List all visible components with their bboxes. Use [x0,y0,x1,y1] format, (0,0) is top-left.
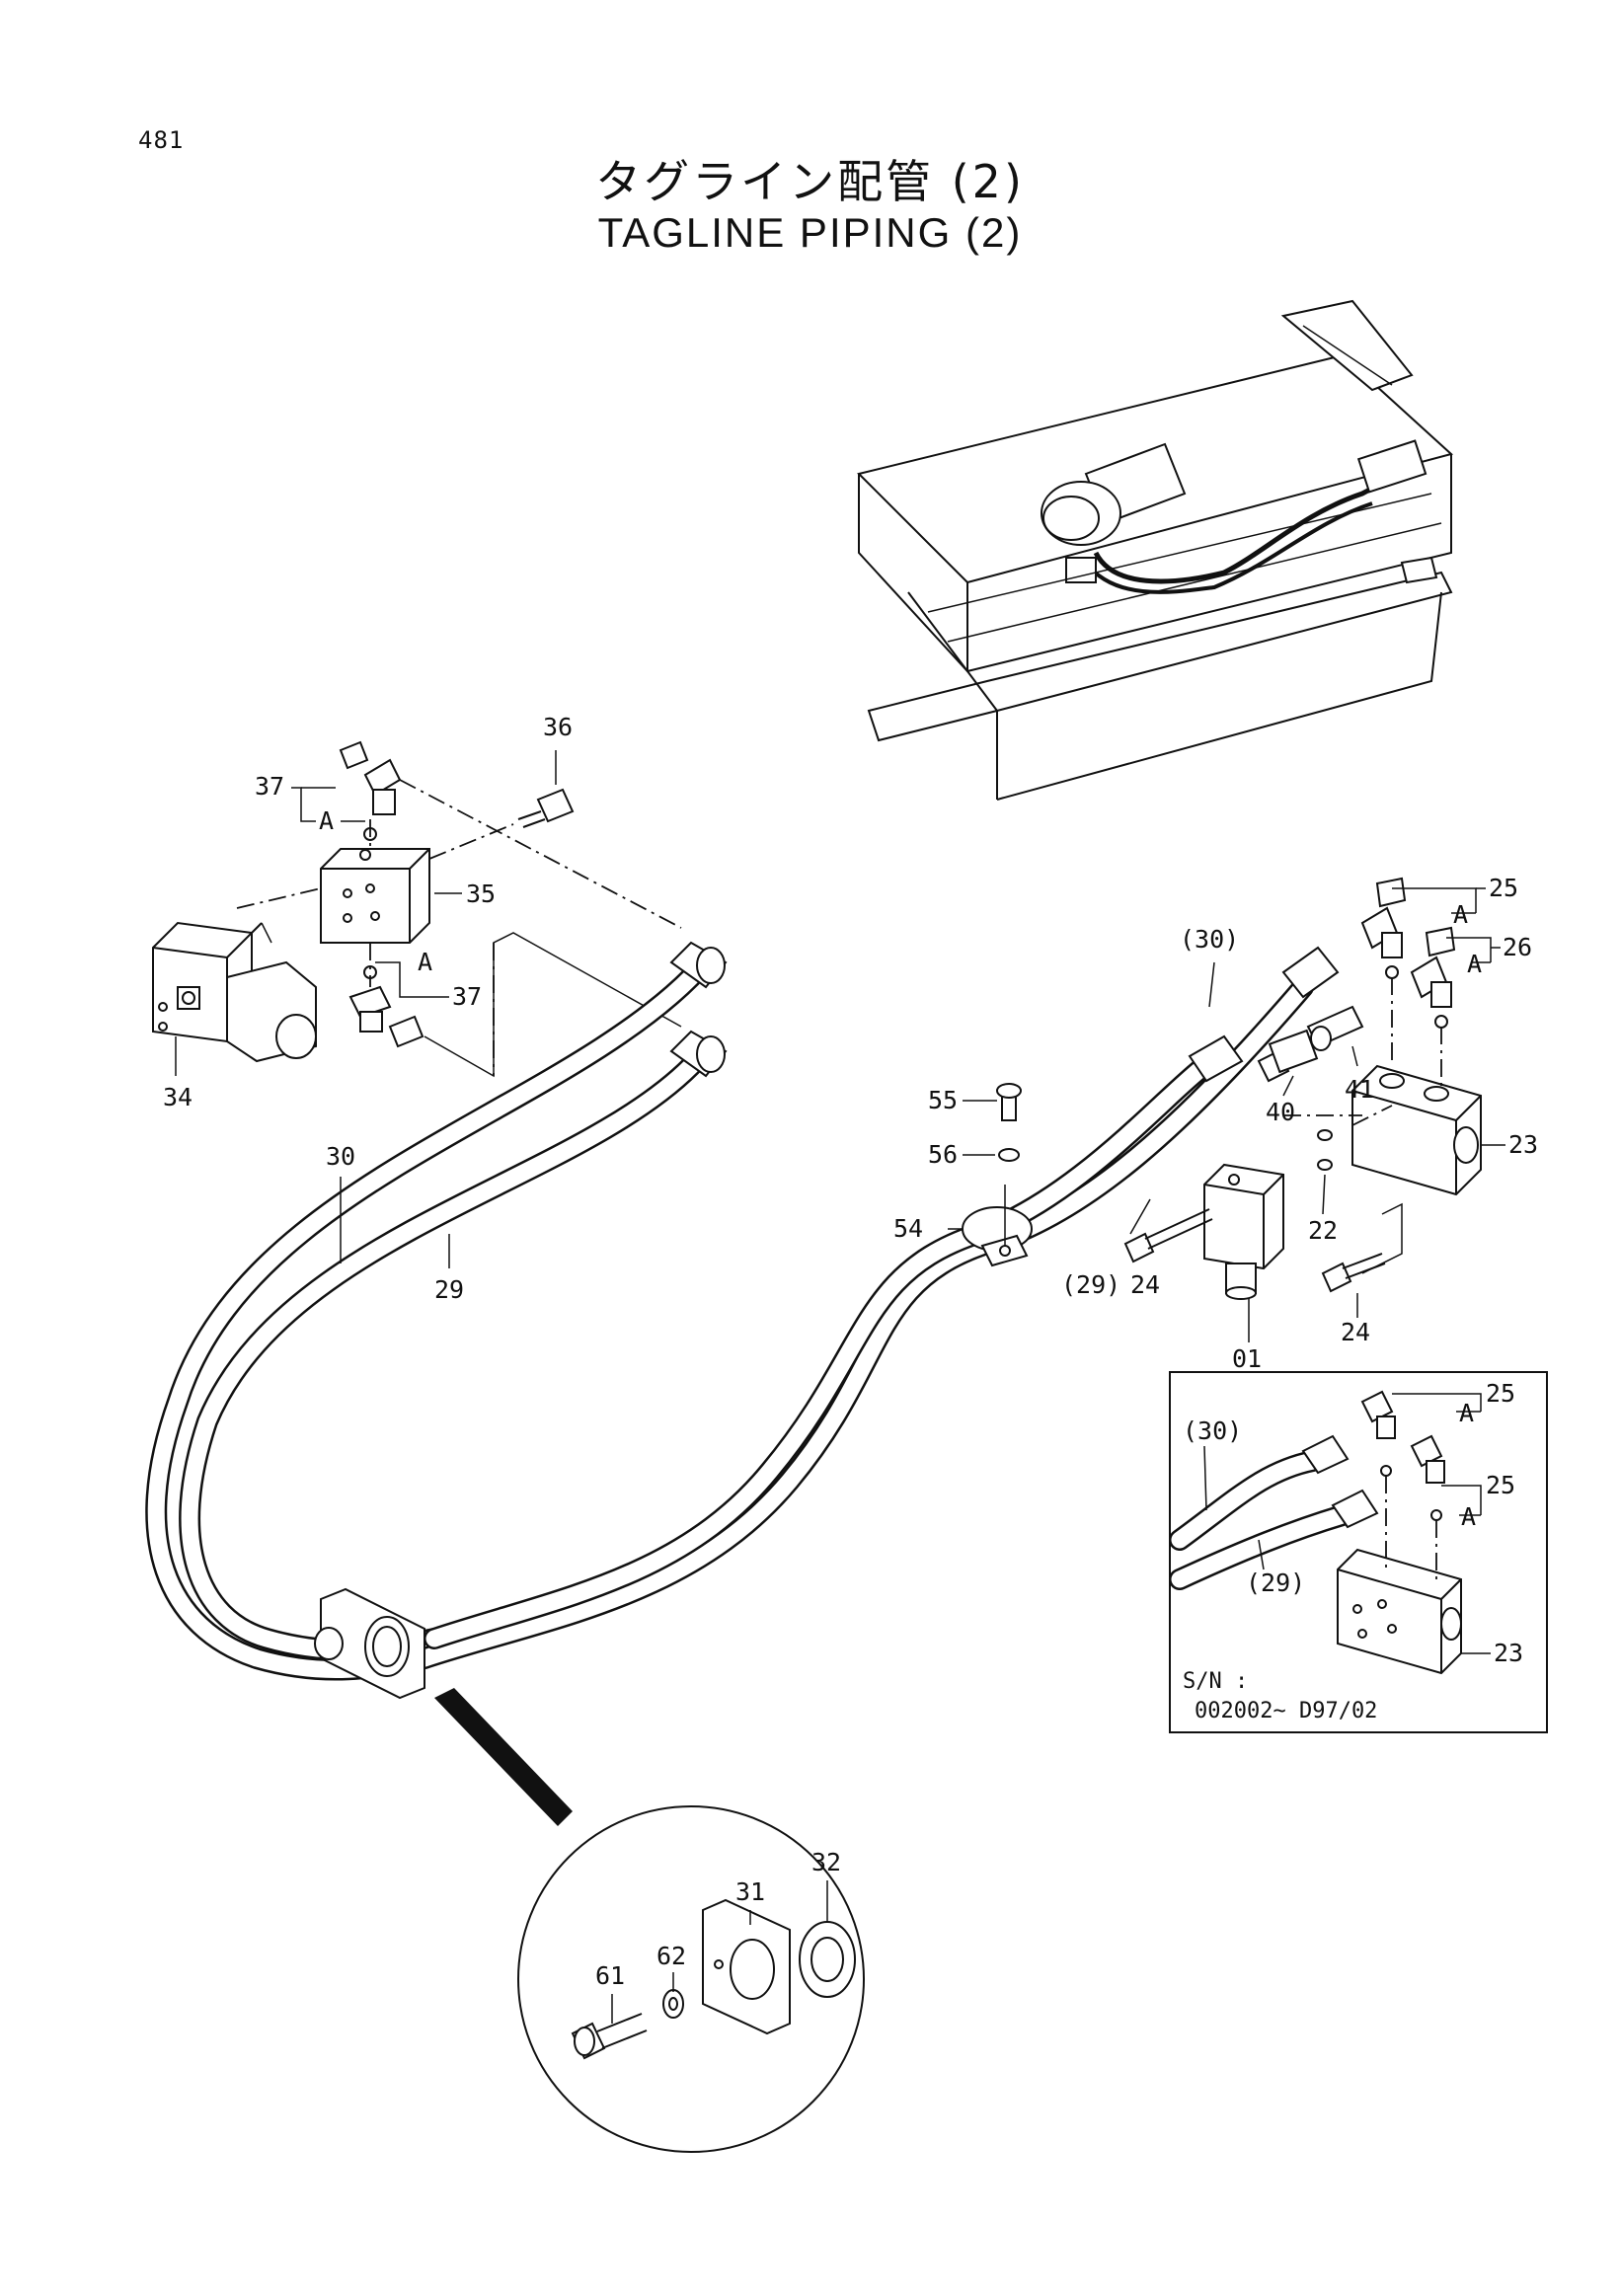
label-55: 55 [928,1086,958,1114]
machine-overview-illustration [857,299,1454,801]
label-24-left: 24 [1130,1270,1160,1299]
label-31: 31 [735,1877,765,1906]
solenoid-valve-assembly [152,740,682,1078]
leader-lines [175,750,1505,2024]
detail-view-grommet [517,1805,865,2153]
detail-pointer [434,1688,573,1826]
label-61: 61 [595,1961,625,1990]
inset-serial-label: S/N : [1183,1669,1248,1694]
label-A-top: A [319,806,334,835]
page-number: 481 [138,126,185,154]
label-35: 35 [466,880,496,908]
title-japanese: タグライン配管 (2) [595,155,1025,208]
label-29-right: (29) [1061,1270,1120,1299]
label-37-top: 37 [255,772,284,801]
label-25: 25 [1489,874,1518,902]
label-40: 40 [1266,1098,1295,1126]
label-22: 22 [1308,1216,1338,1245]
inset-label-A-top: A [1459,1399,1474,1427]
inset-label-25-bottom: 25 [1486,1471,1515,1499]
part-labels: 36 37 A 35 A 37 34 30 29 (30) 55 56 54 (… [163,713,1538,1990]
hose-clamp [962,1083,1033,1267]
hoses [145,941,1340,1681]
label-54: 54 [893,1214,923,1243]
label-37-bottom: 37 [452,982,482,1011]
inset-label-23: 23 [1494,1639,1523,1667]
label-30-right: (30) [1180,925,1239,954]
label-A-25: A [1453,900,1468,929]
label-56: 56 [928,1140,958,1169]
valve-block-right [1123,877,1482,1300]
grommet-plate [314,1587,425,1700]
title-english: TAGLINE PIPING (2) [597,209,1023,256]
label-24-right: 24 [1341,1318,1370,1346]
label-32: 32 [811,1848,841,1876]
inset-label-25-top: 25 [1486,1379,1515,1408]
inset-label-29: (29) [1246,1569,1305,1597]
label-26: 26 [1503,933,1532,961]
label-34: 34 [163,1083,193,1111]
inset-serial-range: 002002~ D97/02 [1195,1699,1377,1723]
inset-labels: (30) (29) 25 A 25 A 23 S/N : 002002~ D97… [1183,1379,1523,1723]
inset-label-30: (30) [1183,1416,1242,1445]
label-29: 29 [434,1275,464,1304]
label-23: 23 [1508,1130,1538,1159]
label-A-26: A [1467,950,1482,978]
label-62: 62 [656,1942,686,1970]
label-A-bottom: A [418,948,432,976]
label-41: 41 [1345,1075,1374,1104]
label-30: 30 [326,1142,355,1171]
label-36: 36 [543,713,573,741]
label-01: 01 [1232,1344,1262,1373]
inset-label-A-bottom: A [1461,1502,1476,1531]
